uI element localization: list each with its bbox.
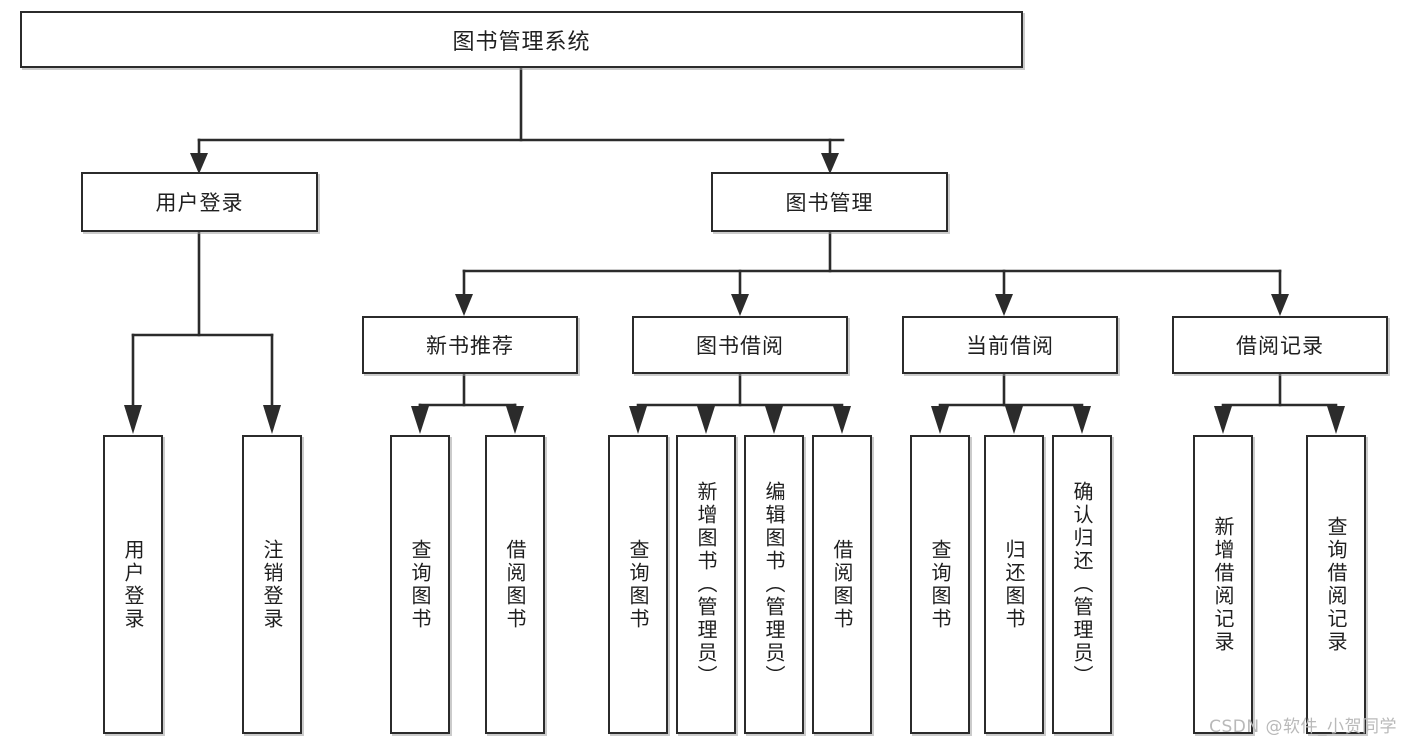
node-leaf-query-book-2[interactable]: 查询图书 [608,435,668,734]
node-label: 用户登录 [155,191,244,215]
node-leaf-return-book[interactable]: 归还图书 [984,435,1044,734]
node-label: 当前借阅 [966,334,1054,358]
connector-newbook-to-leaves [411,372,524,434]
node-label: 借阅图书 [503,538,527,631]
node-label: 新书推荐 [426,334,514,358]
node-new-book-recommend[interactable]: 新书推荐 [362,316,578,374]
node-leaf-add-book[interactable]: 新增图书（管理员） [676,435,736,734]
watermark-text: CSDN @软件_小贺同学 [1209,717,1397,737]
node-leaf-add-record[interactable]: 新增借阅记录 [1193,435,1253,734]
node-label: 确认归还（管理员） [1070,481,1094,688]
node-label: 查询图书 [928,538,952,631]
node-label: 图书管理 [785,191,874,215]
node-leaf-borrow-book-1[interactable]: 借阅图书 [485,435,545,734]
node-label: 查询借阅记录 [1324,515,1348,654]
connector-bookborrow-to-leaves [629,372,851,434]
node-label: 借阅图书 [830,538,854,631]
node-label: 注销登录 [260,538,284,631]
node-current-borrow[interactable]: 当前借阅 [902,316,1118,374]
connector-root-to-level2 [190,66,845,174]
node-label: 新增借阅记录 [1211,515,1235,654]
node-leaf-logout[interactable]: 注销登录 [242,435,302,734]
node-leaf-borrow-book-2[interactable]: 借阅图书 [812,435,872,734]
node-label: 新增图书（管理员） [694,481,718,688]
node-leaf-confirm-return[interactable]: 确认归还（管理员） [1052,435,1112,734]
node-borrow-record[interactable]: 借阅记录 [1172,316,1388,374]
node-label: 查询图书 [626,538,650,631]
node-leaf-edit-book[interactable]: 编辑图书（管理员） [744,435,804,734]
node-label: 借阅记录 [1236,334,1324,358]
node-book-borrow[interactable]: 图书借阅 [632,316,848,374]
node-label: 图书借阅 [696,334,784,358]
node-user-login[interactable]: 用户登录 [81,172,318,232]
node-label: 归还图书 [1002,538,1026,631]
node-label: 查询图书 [408,538,432,631]
node-label: 编辑图书（管理员） [762,481,786,688]
connector-currentborrow-to-leaves [931,372,1091,434]
node-leaf-user-login[interactable]: 用户登录 [103,435,163,734]
connector-borrowrecord-to-leaves [1214,372,1345,434]
node-root-system[interactable]: 图书管理系统 [20,11,1023,68]
node-leaf-query-book-3[interactable]: 查询图书 [910,435,970,734]
node-label: 图书管理系统 [452,29,591,55]
node-leaf-query-book-1[interactable]: 查询图书 [390,435,450,734]
node-label: 用户登录 [121,538,145,631]
node-leaf-query-record[interactable]: 查询借阅记录 [1306,435,1366,734]
node-book-manage[interactable]: 图书管理 [711,172,948,232]
connector-bookmanage-to-level3 [455,230,1289,316]
connector-userlogin-to-leaves [124,230,281,434]
